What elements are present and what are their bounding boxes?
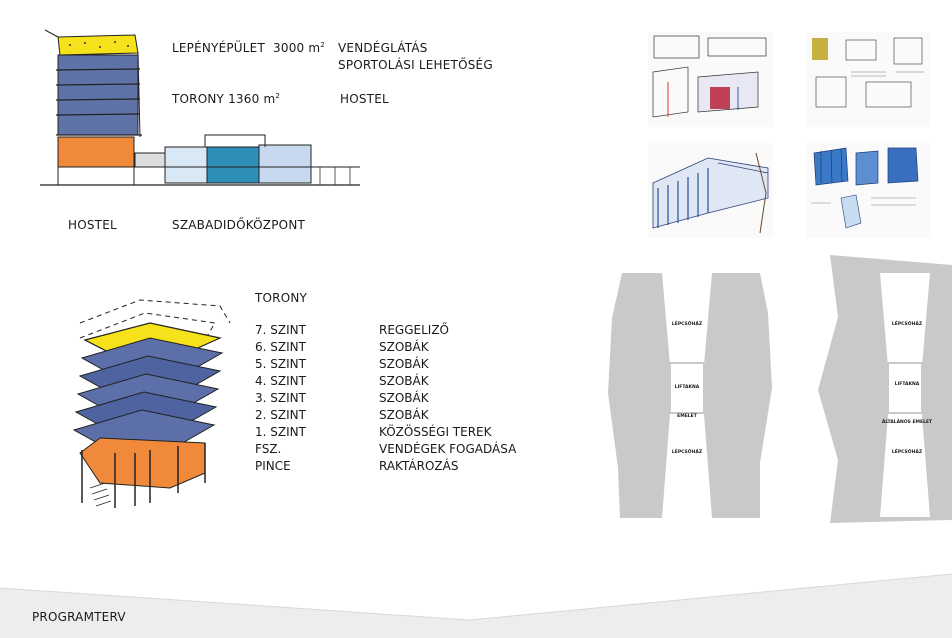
level-name: 3. SZINT [255, 391, 306, 405]
level-name: 4. SZINT [255, 374, 306, 388]
reference-sketch-1 [648, 32, 773, 127]
list-item: 4. SZINT SZOBÁK [255, 374, 429, 388]
level-use: RAKTÁROZÁS [379, 459, 459, 473]
plan-left-middle-label: LIFTAKNA [674, 385, 700, 390]
plan-left-floor-label: EMELET [677, 414, 697, 419]
level-name: FSZ. [255, 442, 282, 456]
level-use: SZOBÁK [379, 357, 429, 371]
footer-band [0, 573, 952, 638]
torony-area-unit: m [263, 92, 276, 106]
plan-left-bottom-label: LÉPCSŐHÁZ [671, 450, 703, 455]
torony-function: HOSTEL [340, 92, 389, 106]
level-use: SZOBÁK [379, 391, 429, 405]
reference-sketch-2 [806, 32, 931, 127]
footer-title: PROGRAMTERV [32, 610, 126, 624]
list-item: 2. SZINT SZOBÁK [255, 408, 429, 422]
level-use: SZOBÁK [379, 408, 429, 422]
function-sport: SPORTOLÁSI LEHETŐSÉG [338, 58, 493, 72]
level-use: SZOBÁK [379, 340, 429, 354]
section-label-szabadido: SZABADIDŐKÖZPONT [172, 218, 306, 232]
level-name: 1. SZINT [255, 425, 306, 439]
torony-area-label: TORONY [172, 92, 225, 106]
list-item: 7. SZINT REGGELIZŐ [255, 323, 449, 337]
list-item: PINCE RAKTÁROZÁS [255, 459, 458, 473]
torony-level-list: 7. SZINT REGGELIZŐ 6. SZINT SZOBÁK 5. SZIN… [255, 323, 555, 483]
list-item: 1. SZINT KÖZÖSSÉGI TEREK [255, 425, 492, 439]
plan-right-top-label: LÉPCSŐHÁZ [891, 322, 923, 327]
floor-plan-left [608, 273, 772, 518]
list-item: 3. SZINT SZOBÁK [255, 391, 429, 405]
level-name: 5. SZINT [255, 357, 306, 371]
torony-title: TORONY [255, 291, 308, 305]
lepeny-label: LEPÉNYÉPÜLET [172, 41, 265, 55]
level-use: KÖZÖSSÉGI TEREK [379, 425, 492, 439]
list-item: 5. SZINT SZOBÁK [255, 357, 429, 371]
torony-area-exp: 2 [275, 92, 280, 100]
lepeny-unit-exp: 2 [320, 41, 325, 49]
level-use: VENDÉGEK FOGADÁSA [379, 442, 517, 456]
lepeny-line: LEPÉNYÉPÜLET 3000 m2 [172, 41, 325, 55]
level-name: PINCE [255, 459, 291, 473]
tower-sketch [72, 299, 231, 508]
lepeny-unit: m [308, 41, 321, 55]
plan-left-top-label: LÉPCSŐHÁZ [671, 322, 703, 327]
level-name: 2. SZINT [255, 408, 306, 422]
lepeny-area: 3000 [273, 41, 305, 55]
torony-area-line: TORONY 1360 m2 [172, 92, 280, 106]
section-sketch [40, 29, 360, 186]
level-name: 6. SZINT [255, 340, 306, 354]
section-label-hostel: HOSTEL [68, 218, 117, 232]
torony-area-value: 1360 [228, 92, 260, 106]
level-use: SZOBÁK [379, 374, 429, 388]
list-item: 6. SZINT SZOBÁK [255, 340, 429, 354]
plan-right-floor-label: ÁLTALÁNOS EMELET [881, 420, 933, 425]
function-vendeglatas: VENDÉGLÁTÁS [338, 41, 428, 55]
plan-right-middle-label: LIFTAKNA [894, 382, 920, 387]
reference-sketch-3 [648, 143, 773, 238]
floor-plan-right [818, 255, 952, 523]
list-item: FSZ. VENDÉGEK FOGADÁSA [255, 442, 516, 456]
reference-sketch-4 [806, 143, 931, 238]
level-use: REGGELIZŐ [379, 323, 449, 337]
plan-right-bottom-label: LÉPCSŐHÁZ [891, 450, 923, 455]
level-name: 7. SZINT [255, 323, 306, 337]
